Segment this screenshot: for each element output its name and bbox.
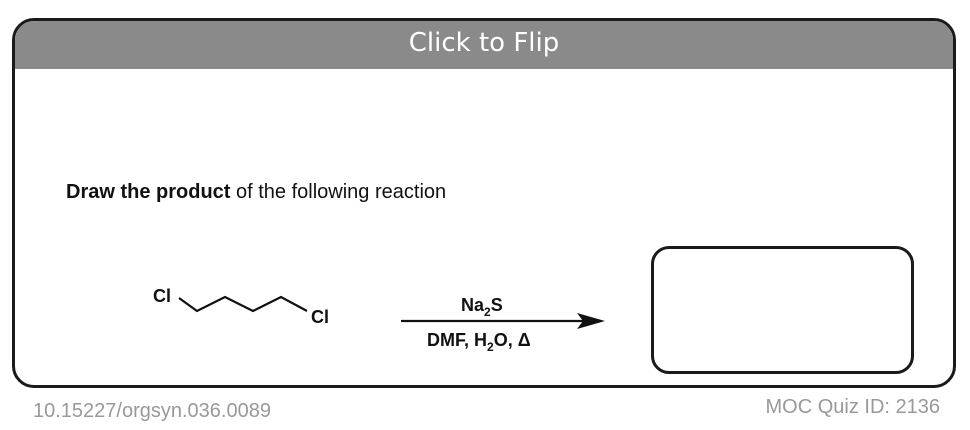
doi-reference: 10.15227/orgsyn.036.0089 bbox=[33, 400, 271, 422]
flashcard[interactable]: Click to Flip Draw the product of the fo… bbox=[12, 18, 956, 388]
carbon-chain bbox=[178, 295, 308, 313]
reagent-top: Na2S bbox=[461, 295, 503, 319]
reactant-structure: Cl Cl bbox=[153, 286, 329, 327]
reactant-left-atom: Cl bbox=[153, 286, 171, 306]
reagent-top-2: S bbox=[491, 295, 503, 315]
click-to-flip-bar[interactable]: Click to Flip bbox=[15, 21, 953, 69]
conditions-sub: 2 bbox=[487, 340, 494, 354]
question-prompt: Draw the product of the following reacti… bbox=[66, 181, 446, 204]
conditions: DMF, H2O, Δ bbox=[427, 330, 531, 354]
quiz-id: MOC Quiz ID: 2136 bbox=[765, 396, 940, 418]
reagent-top-sub: 2 bbox=[484, 305, 491, 319]
prompt-rest: of the following reaction bbox=[230, 181, 447, 203]
reaction-arrow-head bbox=[577, 313, 605, 329]
reactant-right-atom: Cl bbox=[311, 307, 329, 327]
product-answer-box[interactable] bbox=[651, 246, 914, 374]
flip-label: Click to Flip bbox=[408, 28, 560, 58]
conditions-2: O, Δ bbox=[494, 330, 531, 350]
prompt-bold: Draw the product bbox=[66, 181, 231, 203]
reaction-arrow-group: Na2S DMF, H2O, Δ bbox=[401, 295, 605, 354]
conditions-1: DMF, H bbox=[427, 330, 487, 350]
reagent-top-1: Na bbox=[461, 295, 485, 315]
